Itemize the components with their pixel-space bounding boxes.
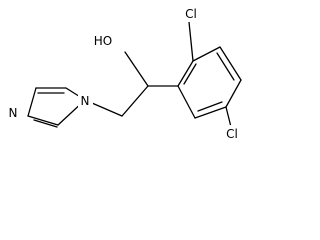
bond-c5-cl: [225, 106, 232, 128]
bond-c4-n3: [27, 87, 37, 117]
chemical-structure-diagram: N N HO Cl Cl: [8, 7, 242, 141]
imidazole-ring: [27, 87, 86, 128]
chlorine-bottom-label: Cl: [226, 127, 238, 141]
bond-c6-c1: [177, 85, 196, 119]
bond-n3-c2-inner: [33, 119, 58, 128]
chlorine-top-label: Cl: [185, 7, 197, 21]
bond-n3-c2: [27, 115, 59, 126]
imidazole-n3-label: N: [9, 106, 18, 120]
bond-c2-c3: [192, 46, 221, 62]
bond-c2-cl: [188, 21, 194, 62]
bond-c1-c2-inner: [183, 63, 197, 85]
benzene-ring: [177, 46, 242, 119]
bond-c5-c6-inner: [197, 101, 223, 112]
bond-ch2-choh: [121, 85, 149, 117]
bond-c5-c6: [194, 106, 227, 119]
bond-c3-c4-inner: [216, 52, 235, 81]
side-chain: [84, 51, 179, 117]
bond-c1-c2: [177, 60, 194, 87]
bond-choh-oh: [124, 51, 149, 87]
bond-c4-c5: [225, 79, 242, 108]
hydroxyl-label: HO: [94, 34, 112, 48]
bond-c3-c4: [219, 46, 242, 81]
imidazole-n1-label: N: [81, 94, 90, 108]
